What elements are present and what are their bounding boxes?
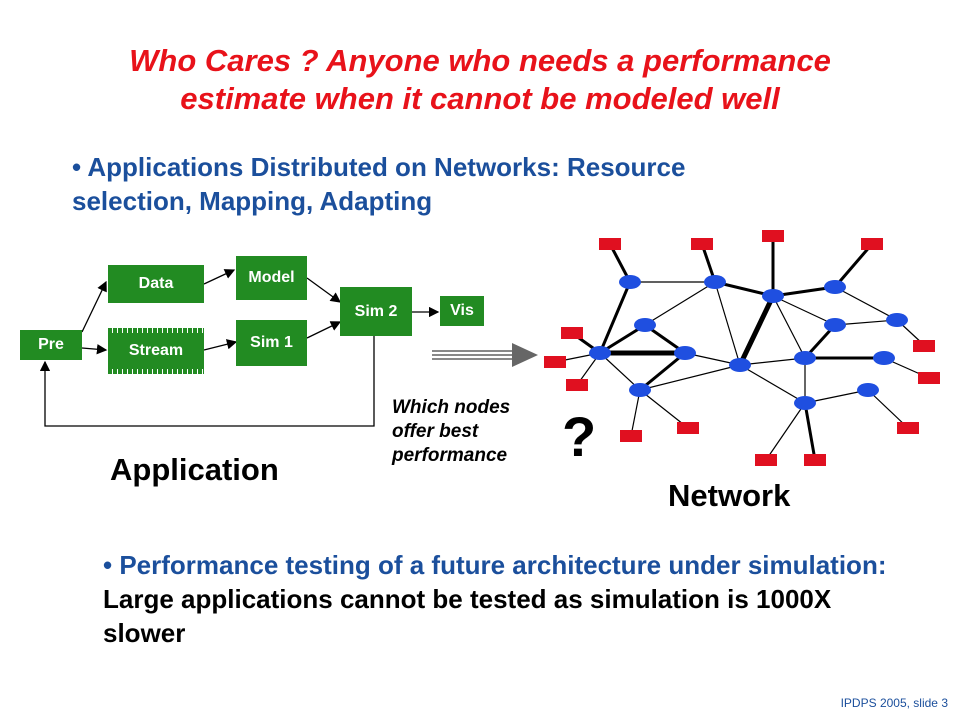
network-node [704,275,726,289]
leaf-node [599,238,621,250]
question-line-1: Which nodes [392,397,511,418]
network-node [629,383,651,397]
network-node [873,351,895,365]
network-node [589,346,611,360]
bullet2-black-text: Large applications cannot be tested as s… [103,584,832,648]
leaf-node [691,238,713,250]
bullet-performance-testing: • Performance testing of a future archit… [103,548,903,650]
bullet-marker: • [72,152,82,182]
question-mark: ? [562,405,597,468]
network-edges [554,234,930,462]
network-node [794,351,816,365]
network-leaves [544,230,940,466]
app-flow-arrows [39,269,440,427]
slide-footer: IPDPS 2005, slide 3 [840,696,948,710]
leaf-node [861,238,883,250]
network-label: Network [668,478,791,513]
box-model: Model [236,256,307,300]
title-line-1: Who Cares ? Anyone who needs a performan… [129,43,831,78]
leaf-node [755,454,777,466]
question-line-3: performance [392,445,508,466]
network-node [794,396,816,410]
leaf-node [544,356,566,368]
leaf-node [561,327,583,339]
slide-title: Who Cares ? Anyone who needs a performan… [40,42,920,118]
bullet1-line-1: Applications Distributed on Networks: Re… [87,152,686,182]
network-node [824,318,846,332]
box-sim2: Sim 2 [340,287,412,336]
box-sim1: Sim 1 [236,320,307,366]
network-node [729,358,751,372]
network-question: Which nodes offer best performance [392,396,562,468]
network-node [634,318,656,332]
application-label: Application [110,452,279,487]
network-node [886,313,908,327]
leaf-node [677,422,699,434]
network-node [824,280,846,294]
transition-arrow [432,343,538,367]
bullet-applications: • Applications Distributed on Networks: … [72,150,852,218]
network-node [857,383,879,397]
leaf-node [566,379,588,391]
leaf-node [620,430,642,442]
box-stream: Stream [108,328,204,374]
leaf-node [913,340,935,352]
network-node [674,346,696,360]
leaf-node [918,372,940,384]
network-node [762,289,784,303]
question-line-2: offer best [392,421,479,442]
network-nodes [589,275,908,410]
box-pre: Pre [20,330,82,360]
network-node [619,275,641,289]
leaf-node [762,230,784,242]
bullet2-blue-text: Performance testing of a future architec… [119,550,887,580]
leaf-node [897,422,919,434]
title-line-2: estimate when it cannot be modeled well [180,81,780,116]
bullet1-line-2: selection, Mapping, Adapting [72,186,433,216]
bullet-marker: • [103,550,113,580]
box-vis: Vis [440,296,484,326]
box-data: Data [108,265,204,303]
leaf-node [804,454,826,466]
